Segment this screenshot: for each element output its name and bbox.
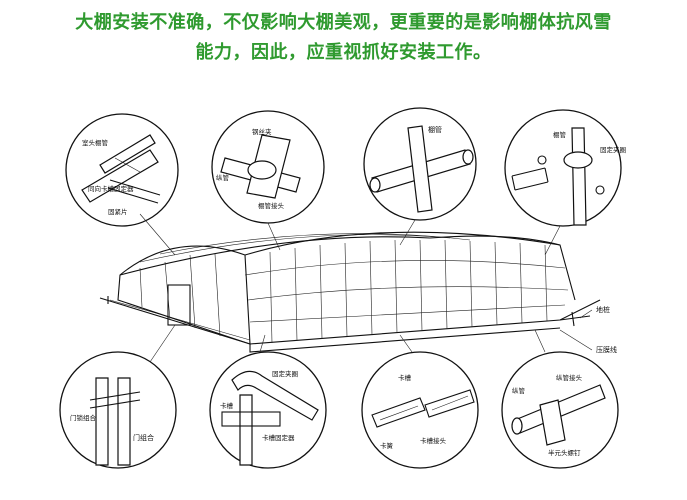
label-longitudinal-pipe-2: 纵管 bbox=[512, 386, 526, 395]
label-groove-2: 卡槽 bbox=[398, 373, 412, 382]
caption-line-1: 大棚安装不准确，不仅影响大棚美观，更重要的是影响棚体抗风雪 bbox=[75, 12, 612, 33]
label-door-lock-set: 门锁组合 bbox=[70, 413, 97, 422]
label-roof-pipe: 室头棚管 bbox=[82, 138, 109, 147]
detail-circle-5: 门锁组合 门组合 bbox=[59, 324, 177, 469]
greenhouse-structure bbox=[99, 231, 601, 353]
detail-circle-2: 钢丝夹 纵管 棚管接头 bbox=[211, 110, 325, 251]
label-groove: 卡槽 bbox=[220, 401, 234, 410]
label-longitudinal-pipe: 纵管 bbox=[216, 173, 230, 182]
label-film-line: 压膜线 bbox=[596, 345, 617, 354]
label-arch-pipe-joint: 棚管接头 bbox=[258, 201, 285, 210]
detail-circle-3: 棚管 bbox=[363, 107, 477, 246]
detail-circle-7: 卡槽 卡簧 卡槽接头 bbox=[361, 334, 479, 469]
detail-circle-4: 棚管 固定夹圈 bbox=[504, 109, 626, 256]
label-groove-holder: 卡槽固定器 bbox=[262, 433, 295, 442]
label-arch-pipe-2: 棚管 bbox=[553, 130, 567, 139]
detail-circle-1: 室头棚管 同向卡槽固定器 固紧片 bbox=[65, 113, 179, 256]
header-caption: 大棚安装不准确，不仅影响大棚美观，更重要的是影响棚体抗风雪 能力，因此，应重视抓… bbox=[0, 0, 687, 80]
label-spring-clip: 卡簧 bbox=[380, 441, 394, 450]
label-groove-joint: 卡槽接头 bbox=[420, 436, 447, 445]
label-steel-wire-clamp: 钢丝夹 bbox=[252, 127, 272, 136]
label-fastening-piece: 固紧片 bbox=[108, 207, 128, 216]
detail-circle-8: 纵管 纵管接头 半元头螺钉 bbox=[501, 329, 619, 469]
label-same-direction-clip: 同向卡槽固定器 bbox=[88, 184, 134, 193]
label-fixing-clamp-2: 固定夹圈 bbox=[272, 369, 298, 378]
label-fixing-clamp: 固定夹圈 bbox=[600, 145, 626, 154]
label-round-head-screw: 半元头螺钉 bbox=[548, 448, 581, 457]
caption-line-2: 能力，因此，应重视抓好安装工作。 bbox=[195, 42, 492, 63]
label-arch-pipe: 棚管 bbox=[428, 125, 442, 134]
detail-circle-6: 固定夹圈 卡槽 卡槽固定器 bbox=[209, 334, 327, 469]
label-ground-pile: 地桩 bbox=[596, 305, 610, 314]
label-longitudinal-joint: 纵管接头 bbox=[556, 373, 583, 382]
label-door-set: 门组合 bbox=[133, 433, 154, 442]
